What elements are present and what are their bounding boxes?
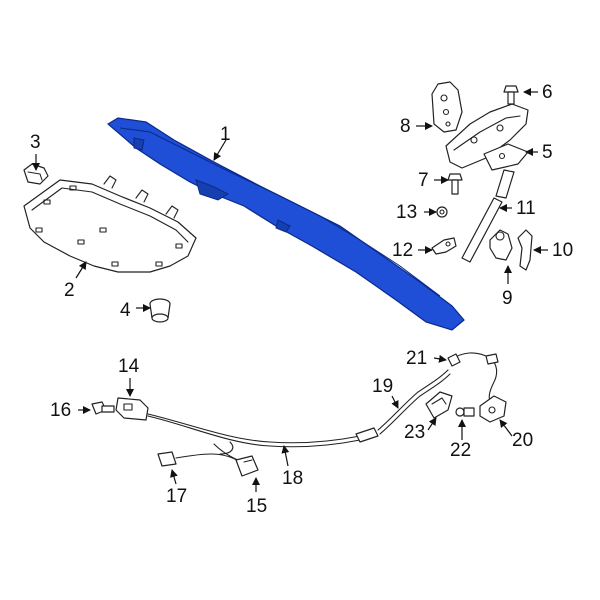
insulator-pad[interactable] <box>23 175 197 273</box>
connector-17[interactable] <box>157 451 177 467</box>
release-handle[interactable] <box>115 397 149 421</box>
callout-8: 8 <box>400 116 411 137</box>
callout-21: 21 <box>406 348 427 369</box>
callout-2: 2 <box>64 280 75 301</box>
ball-stud[interactable] <box>489 229 513 261</box>
bracket-12[interactable] <box>431 237 457 255</box>
callout-6: 6 <box>542 82 553 103</box>
leader-lines <box>32 88 548 492</box>
callout-22: 22 <box>450 440 471 461</box>
callout-9: 9 <box>502 288 513 309</box>
callout-12: 12 <box>392 240 413 261</box>
bumper-part[interactable] <box>149 298 171 323</box>
callout-1: 1 <box>220 124 231 145</box>
callouts: 1 2 3 4 5 6 7 8 9 10 11 12 13 14 15 16 1… <box>30 82 573 517</box>
callout-18: 18 <box>282 468 303 489</box>
bolt-6[interactable] <box>503 85 519 105</box>
callout-17: 17 <box>166 486 187 507</box>
hood-latch[interactable] <box>479 395 507 423</box>
callout-11: 11 <box>516 198 536 219</box>
callout-3: 3 <box>30 132 41 153</box>
callout-16: 16 <box>50 400 71 421</box>
cable-19[interactable] <box>377 369 451 435</box>
callout-23: 23 <box>404 422 425 443</box>
callout-19: 19 <box>372 376 393 397</box>
release-cable[interactable] <box>147 413 379 467</box>
callout-7: 7 <box>418 170 429 191</box>
callout-15: 15 <box>246 496 267 517</box>
hinge-plate[interactable] <box>431 81 463 133</box>
callout-14: 14 <box>118 356 140 377</box>
bolt-7[interactable] <box>447 173 463 195</box>
connector-15[interactable] <box>235 455 259 477</box>
nut-13[interactable] <box>436 206 448 218</box>
callout-10: 10 <box>552 240 573 261</box>
hood-hinge[interactable] <box>445 103 529 171</box>
bracket-10[interactable] <box>517 229 533 271</box>
hood-panel[interactable] <box>106 117 465 331</box>
callout-13: 13 <box>396 202 417 223</box>
seal-23[interactable] <box>425 391 453 419</box>
bolt-16[interactable] <box>91 401 115 415</box>
callout-4: 4 <box>120 300 131 321</box>
support-strut[interactable] <box>461 169 515 263</box>
cable-21[interactable] <box>447 352 499 403</box>
callout-5: 5 <box>542 142 553 163</box>
callout-20: 20 <box>512 430 533 451</box>
bolt-22[interactable] <box>455 407 475 417</box>
